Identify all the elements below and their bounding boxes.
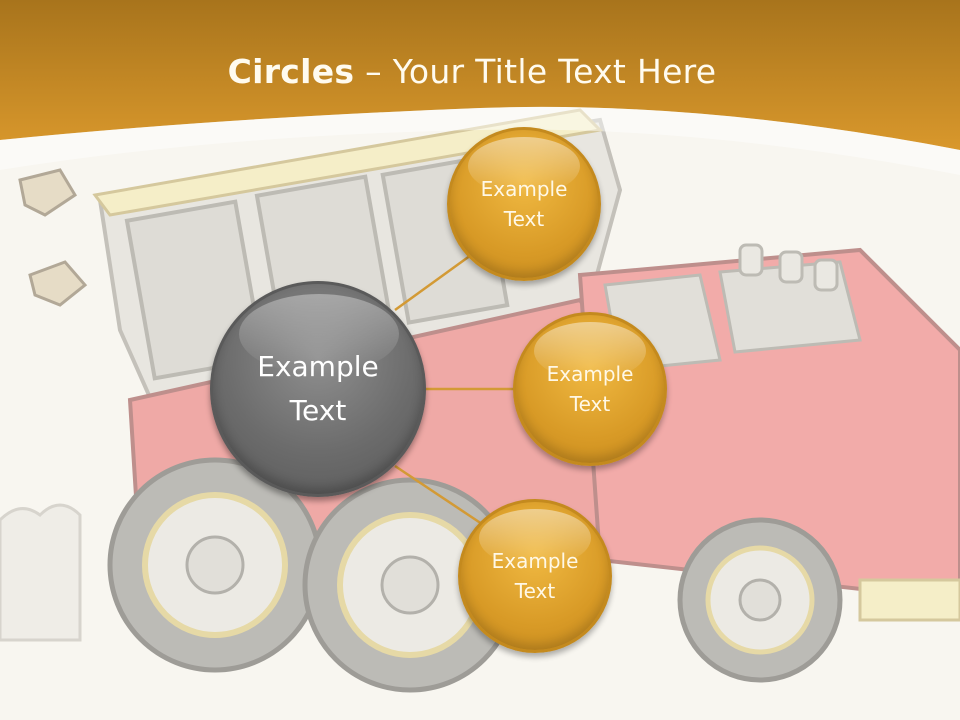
satellite-circle-label: Example Text [480, 177, 568, 231]
header-band [0, 0, 960, 175]
title-rest: – Your Title Text Here [354, 52, 717, 91]
center-circle[interactable]: Example Text [210, 281, 426, 497]
satellite-circle-1[interactable]: Example Text [447, 127, 601, 281]
connector-3 [394, 464, 483, 526]
satellite-circle-2[interactable]: Example Text [513, 312, 667, 466]
connector-1 [394, 248, 479, 312]
satellite-circle-label: Example Text [491, 549, 579, 603]
title-bold: Circles [227, 52, 355, 91]
slide-title: Circles – Your Title Text Here [0, 52, 944, 91]
center-circle-label: Example Text [257, 350, 379, 427]
satellite-circle-3[interactable]: Example Text [458, 499, 612, 653]
satellite-circle-label: Example Text [546, 362, 634, 416]
